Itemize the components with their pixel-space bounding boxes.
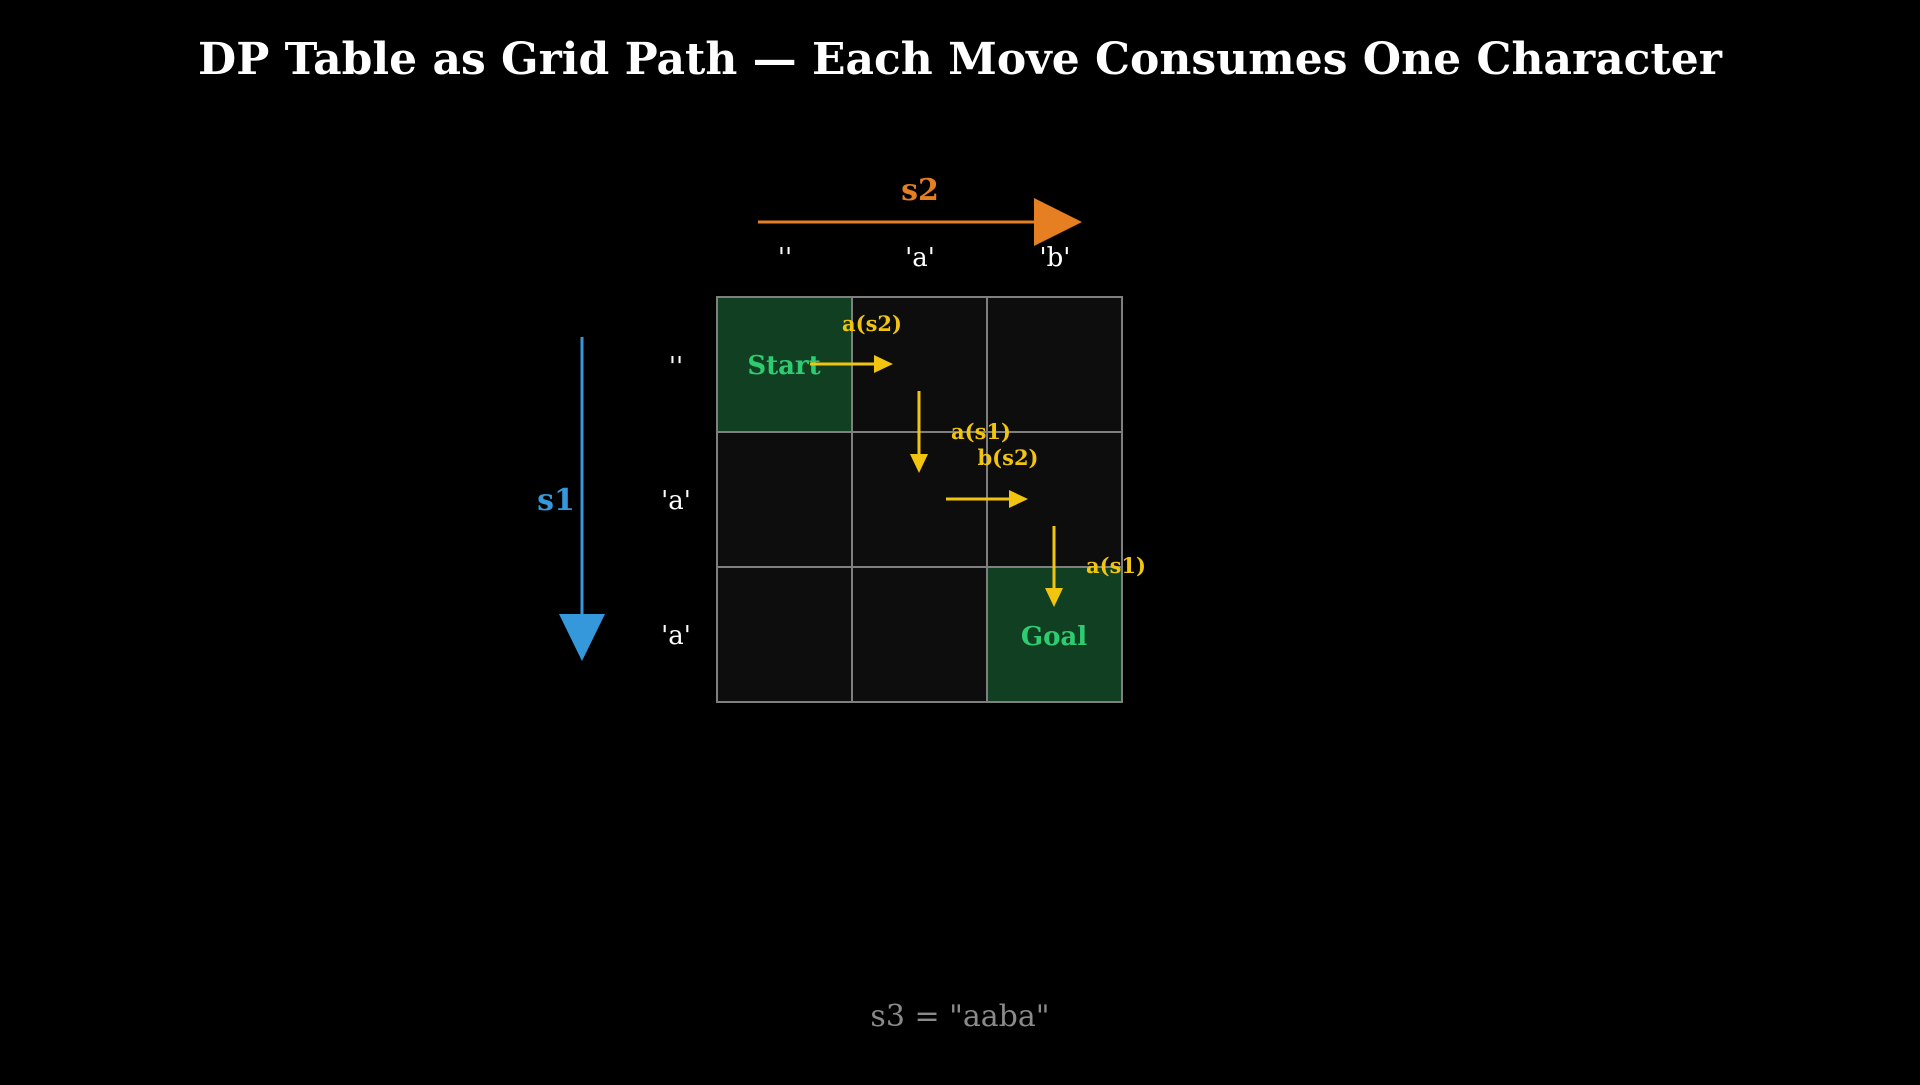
row-header: 'a' (661, 486, 691, 516)
s2-axis-label: s2 (901, 173, 939, 208)
grid-cell (716, 431, 853, 568)
column-header: 'b' (1040, 243, 1071, 273)
s2-axis-arrow (758, 198, 1082, 246)
path-moves: a(s2) a(s1) b(s2) a(s1) (810, 311, 1146, 607)
move-label: a(s1) (1086, 553, 1146, 578)
diagram-title: DP Table as Grid Path — Each Move Consum… (198, 34, 1723, 85)
row-header: '' (669, 352, 683, 382)
dp-grid (716, 296, 1123, 703)
move-label: a(s2) (842, 311, 902, 336)
grid-cell (716, 566, 853, 703)
row-headers: '' 'a' 'a' (661, 352, 691, 651)
move-arrowhead (910, 454, 928, 473)
move-arrowhead (1045, 588, 1063, 607)
column-header: '' (778, 243, 792, 273)
target-string-caption: s3 = "aaba" (870, 999, 1049, 1034)
move-arrowhead (874, 355, 893, 373)
grid-cell (986, 296, 1123, 433)
s1-axis-arrow (559, 337, 605, 661)
goal-label: Goal (1021, 622, 1087, 652)
start-label: Start (747, 351, 820, 381)
s1-axis-arrowhead (559, 614, 605, 661)
move-arrowhead (1009, 490, 1028, 508)
s2-axis-arrowhead (1034, 198, 1082, 246)
move-label: b(s2) (978, 445, 1039, 470)
row-header: 'a' (661, 621, 691, 651)
s1-axis-label: s1 (537, 483, 575, 518)
move-label: a(s1) (951, 419, 1011, 444)
column-headers: '' 'a' 'b' (778, 243, 1071, 273)
column-header: 'a' (905, 243, 935, 273)
grid-cell (851, 566, 988, 703)
